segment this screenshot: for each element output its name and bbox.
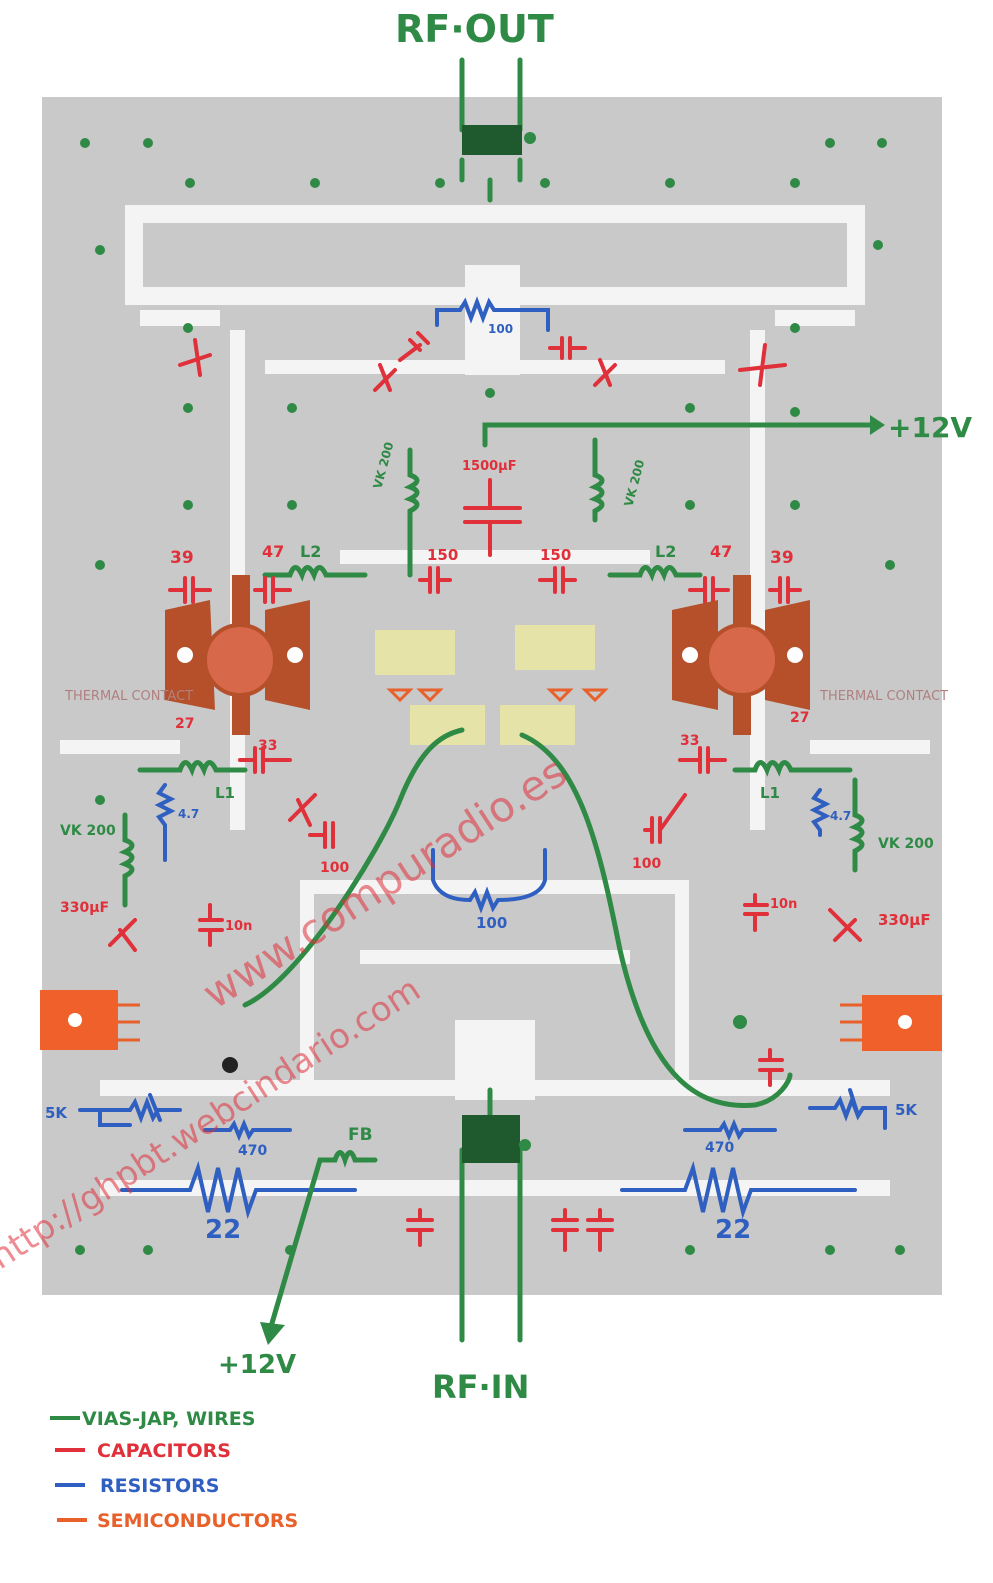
resistor-100-top-label: 100 (488, 322, 513, 336)
supply-label-bottom: +12V (218, 1350, 296, 1380)
supply-label-right: +12V (888, 411, 972, 444)
resistor-100-top (435, 296, 550, 332)
ferrite-bead-wire (267, 1150, 378, 1333)
thermal-contact-right: THERMAL CONTACT (819, 689, 948, 704)
cap-100-left-label: 100 (320, 860, 349, 876)
legend: VIAS-JAP, WIRES CAPACITORS RESISTORS SEM… (50, 1408, 298, 1532)
electrolytic-label: 1500μF (462, 459, 517, 474)
resistor-4-7-left (154, 783, 176, 862)
cap-10n-right-label: 10n (770, 897, 797, 912)
rf-out-connector (459, 57, 536, 203)
resistor-470-right (683, 1118, 777, 1142)
supply-arrow-bottom-icon (260, 1322, 285, 1345)
inductor-l2-left-label: L2 (300, 542, 321, 561)
resistor-22-right-label: 22 (715, 1215, 751, 1245)
choke-right (588, 437, 605, 523)
resistor-470-left-label: 470 (238, 1143, 267, 1159)
cap-100-right-label: 100 (632, 856, 661, 872)
transistor-right (672, 575, 810, 735)
rf-out-label: RF·OUT (395, 7, 554, 51)
cap-150-right-label: 150 (540, 546, 571, 564)
cap-27-right-label: 27 (790, 710, 809, 726)
legend-capacitors: CAPACITORS (97, 1440, 231, 1462)
cap-10n-right (743, 893, 769, 932)
bias-regulator-right (840, 995, 942, 1051)
inductor-l1-right (732, 760, 853, 777)
resistor-100-mid-label: 100 (476, 914, 507, 932)
cap-39-right-label: 39 (770, 548, 794, 568)
resistor-22-left (120, 1160, 357, 1220)
top-capacitors (178, 331, 787, 392)
bias-regulator-left (40, 990, 140, 1050)
inductor-l1-right-label: L1 (760, 784, 780, 802)
caps-33 (238, 746, 727, 774)
resistor-470-left (203, 1118, 292, 1142)
cap-150-right (538, 566, 577, 594)
rf-in-connector (459, 1087, 531, 1343)
cap-47-left-label: 47 (262, 542, 284, 561)
input-capacitors (406, 1208, 614, 1252)
bias-diodes (375, 625, 609, 745)
resistor-4-7-right (809, 788, 831, 837)
inductor-l2-right (607, 565, 703, 582)
cap-10n-left-label: 10n (225, 919, 252, 934)
inductor-l2-left (262, 565, 368, 582)
resistor-4-7-left-label: 4.7 (178, 807, 199, 821)
caps-100-left (288, 793, 335, 849)
supply-line-right (482, 422, 873, 448)
resistor-100-mid (431, 848, 547, 914)
inductor-l2-right-label: L2 (655, 542, 676, 561)
resistor-22-right (620, 1160, 857, 1220)
copper-gaps (60, 205, 930, 1196)
cap-330-left (108, 918, 137, 952)
electrolytic-capacitor (463, 478, 522, 557)
resistor-470-right-label: 470 (705, 1140, 734, 1156)
thermal-contact-left: THERMAL CONTACT (64, 689, 193, 704)
cap-47-right-label: 47 (710, 542, 732, 561)
pot-5k-right-label: 5K (895, 1101, 918, 1119)
ferrite-bead-label: FB (348, 1125, 373, 1145)
cap-27-left-label: 27 (175, 716, 194, 732)
cap-150-left (418, 566, 452, 594)
inductor-l1-left (137, 760, 248, 777)
cap-330-left-label: 330μF (60, 900, 109, 916)
caps-100-right (643, 793, 687, 844)
pot-5k-left (78, 1093, 182, 1127)
cap-39-left-label: 39 (170, 548, 194, 568)
vias (75, 138, 905, 1255)
choke-bottom-right-label: VK 200 (878, 836, 934, 852)
pot-5k-left-label: 5K (45, 1104, 68, 1122)
cap-33-right-label: 33 (680, 733, 699, 749)
resistor-22-left-label: 22 (205, 1215, 241, 1245)
gate-wire-left (242, 727, 465, 1008)
choke-bottom-right (848, 777, 865, 873)
resistor-4-7-right-label: 4.7 (830, 809, 851, 823)
inductor-l1-left-label: L1 (215, 784, 235, 802)
legend-wires: VIAS-JAP, WIRES (82, 1408, 255, 1430)
legend-semiconductors: SEMICONDUCTORS (97, 1510, 298, 1532)
caps-39-47-left (168, 576, 292, 604)
transistor-left (165, 575, 310, 735)
rf-in-label: RF·IN (432, 1368, 529, 1406)
gate-wire-right (519, 732, 793, 1109)
choke-bottom-left-label: VK 200 (60, 823, 116, 839)
cap-33-left-label: 33 (258, 738, 277, 754)
cap-10n-left (198, 903, 224, 947)
cap-right-bypass (758, 1048, 784, 1087)
pot-5k-right (808, 1088, 887, 1130)
legend-resistors: RESISTORS (100, 1475, 219, 1497)
supply-arrow-right-icon (870, 415, 885, 435)
choke-bottom-left (118, 812, 135, 908)
choke-left (403, 447, 420, 578)
caps-39-47-right (688, 576, 802, 604)
cap-330-right-label: 330μF (878, 911, 931, 929)
cap-330-right (828, 908, 862, 942)
cap-150-left-label: 150 (427, 546, 458, 564)
